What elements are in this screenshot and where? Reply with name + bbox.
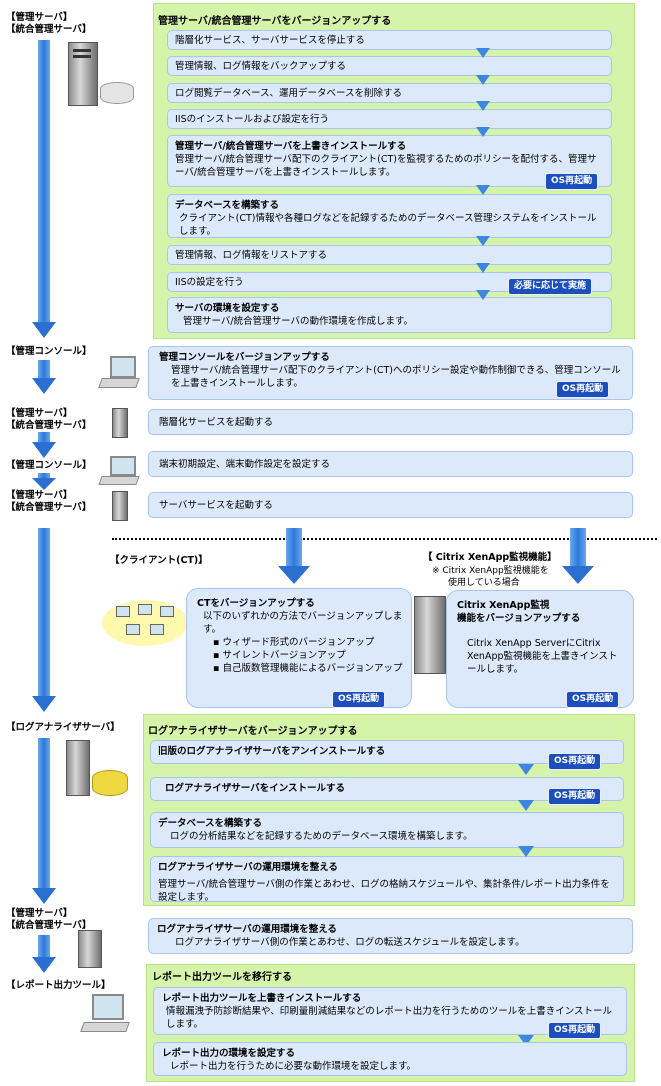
badge-os-reboot: OS再起動 — [566, 691, 620, 708]
badge-os-reboot: OS再起動 — [548, 1022, 602, 1039]
step-uninstall-la: 旧版のログアナライザサーバをアンインストールする — [150, 740, 624, 764]
flow-arrow-3 — [38, 432, 50, 442]
section-title: レポート出力ツールを移行する — [152, 972, 292, 983]
badge-os-reboot: OS再起動 — [332, 691, 386, 708]
role-server-2: 【管理サーバ】【統合管理サーバ】 — [6, 408, 92, 431]
down-arrow-icon — [476, 236, 490, 246]
badge-os-reboot: OS再起動 — [545, 173, 599, 190]
badge-os-reboot: OS再起動 — [556, 381, 610, 398]
pc-icon — [80, 994, 130, 1034]
database-icon — [92, 770, 128, 796]
down-arrow-icon — [278, 566, 310, 584]
step-start-server: サーバサービスを起動する — [148, 492, 633, 518]
role-loganalyzer: 【ログアナライザサーバ】 — [6, 722, 120, 733]
step-install-la: ログアナライザサーバをインストールする — [150, 777, 624, 801]
server-icon — [68, 42, 98, 106]
down-arrow-icon — [476, 75, 490, 85]
down-arrow-icon — [518, 764, 534, 775]
down-arrow-icon — [32, 442, 56, 458]
step-stop-services: 階層化サービス、サーバサービスを停止する — [167, 30, 612, 50]
section-title: 管理サーバ/統合管理サーバをバージョンアップする — [158, 16, 392, 27]
step-overwrite-install: 管理サーバ/統合管理サーバを上書きインストールする 管理サーバ/統合管理サーバ配… — [167, 135, 612, 187]
server-icon — [112, 408, 128, 438]
list-item: ウィザード形式のバージョンアップ — [213, 636, 403, 649]
step-restore: 管理情報、ログ情報をリストアする — [167, 245, 612, 265]
section-title: ログアナライザサーバをバージョンアップする — [148, 726, 358, 737]
step-iis-setting: IISの設定を行う — [167, 272, 612, 292]
role-citrix: 【 Citrix XenApp監視機能】 — [423, 552, 557, 563]
server-icon — [112, 491, 128, 521]
step-la-env: ログアナライザサーバの運用環境を整える 管理サーバ/統合管理サーバ側の作業とあわ… — [150, 856, 624, 902]
flow-arrow-citrix — [570, 528, 586, 568]
database-icon — [100, 82, 134, 104]
flow-arrow-7 — [38, 935, 50, 957]
server-icon — [414, 596, 446, 674]
role-console-1: 【管理コンソール】 — [6, 346, 92, 357]
role-server-3: 【管理サーバ】【統合管理サーバ】 — [6, 490, 92, 513]
step-delete-db: ログ閲覧データベース、運用データベースを削除する — [167, 83, 612, 103]
flow-arrow-1 — [38, 40, 50, 322]
pc-icon — [98, 456, 140, 486]
role-client: 【クライアント(CT)】 — [110, 555, 208, 566]
step-terminal-settings: 端末初期設定、端末動作設定を設定する — [148, 451, 633, 477]
down-arrow-icon — [32, 322, 56, 338]
down-arrow-icon — [476, 185, 490, 195]
down-arrow-icon — [518, 1035, 534, 1046]
step-report-env: レポート出力の環境を設定する レポート出力を行うために必要な動作環境を設定します… — [153, 1042, 627, 1076]
badge-os-reboot: OS再起動 — [548, 788, 602, 805]
role-server-4: 【管理サーバ】【統合管理サーバ】 — [6, 908, 92, 931]
step-start-hierarchy: 階層化サービスを起動する — [148, 409, 633, 435]
down-arrow-icon — [476, 127, 490, 137]
role-console-2: 【管理コンソール】 — [6, 460, 92, 471]
flow-arrow-5 — [38, 528, 50, 696]
server-icon — [78, 930, 102, 968]
list-item: サイレントバージョンアップ — [213, 649, 403, 662]
step-la-db: データベースを構築する ログの分析結果などを記録するためのデータベース環境を構築… — [150, 812, 624, 848]
step-server-env: サーバの環境を設定する 管理サーバ/統合管理サーバの動作環境を作成します。 — [167, 297, 612, 333]
step-console-upgrade: 管理コンソールをバージョンアップする 管理サーバ/統合管理サーバ配下のクライアン… — [148, 346, 633, 400]
list-item: 自己版数管理機能によるバージョンアップ — [213, 662, 403, 675]
flow-arrow-6 — [38, 738, 50, 888]
down-arrow-icon — [562, 566, 594, 584]
step-citrix-upgrade: Citrix XenApp監視 機能をバージョンアップする Citrix Xen… — [446, 590, 634, 708]
separator — [112, 538, 657, 540]
down-arrow-icon — [32, 478, 56, 490]
down-arrow-icon — [32, 888, 56, 904]
down-arrow-icon — [476, 263, 490, 273]
down-arrow-icon — [518, 800, 534, 811]
badge-os-reboot: OS再起動 — [548, 753, 602, 770]
role-server-1: 【管理サーバ】【統合管理サーバ】 — [6, 12, 92, 35]
citrix-note: ※ Citrix XenApp監視機能を使用している場合 — [432, 566, 549, 588]
flow-arrow-ct — [286, 528, 302, 568]
down-arrow-icon — [32, 696, 56, 712]
down-arrow-icon — [518, 846, 534, 857]
step-backup: 管理情報、ログ情報をバックアップする — [167, 56, 612, 76]
step-iis: IISのインストールおよび設定を行う — [167, 109, 612, 129]
server-icon — [66, 740, 90, 796]
flow-arrow-4 — [38, 473, 50, 479]
flow-arrow-2 — [38, 360, 50, 378]
down-arrow-icon — [32, 957, 56, 973]
step-build-db: データベースを構築する クライアント(CT)情報や各種ログなどを記録するためのデ… — [167, 194, 612, 238]
step-server-la-env: ログアナライザサーバの運用環境を整える ログアナライザサーバ側の作業とあわせ、ロ… — [148, 918, 633, 954]
down-arrow-icon — [476, 101, 490, 111]
network-icon — [102, 600, 188, 646]
down-arrow-icon — [32, 378, 56, 394]
badge-as-needed: 必要に応じて実施 — [508, 278, 593, 295]
step-ct-upgrade: CTをバージョンアップする 以下のいずれかの方法でバージョンアップします。 ウィ… — [186, 588, 412, 708]
down-arrow-icon — [476, 290, 490, 300]
down-arrow-icon — [476, 48, 490, 58]
role-report: 【レポート出力ツール】 — [6, 980, 111, 991]
pc-icon — [98, 356, 140, 390]
